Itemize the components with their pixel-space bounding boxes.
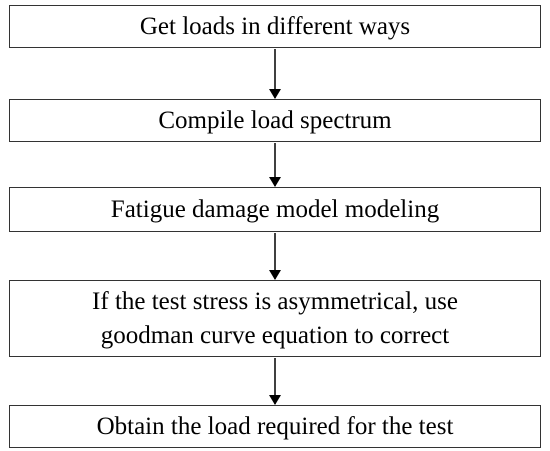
step-get-loads-text: Get loads in different ways: [139, 12, 411, 40]
step-obtain-load-text: Obtain the load required for the test: [96, 412, 454, 440]
step-fatigue-model-text: Fatigue damage model modeling: [110, 195, 440, 223]
step-get-loads-box: Get loads in different ways: [9, 5, 541, 48]
step-goodman-correction-text: If the test stress is asymmetrical, use …: [92, 287, 458, 349]
step-compile-spectrum-box: Compile load spectrum: [9, 99, 541, 142]
step-compile-spectrum-text: Compile load spectrum: [158, 106, 392, 134]
step-fatigue-model-box: Fatigue damage model modeling: [9, 187, 541, 232]
step-obtain-load-box: Obtain the load required for the test: [9, 405, 541, 448]
step-goodman-correction-box: If the test stress is asymmetrical, use …: [9, 280, 541, 357]
